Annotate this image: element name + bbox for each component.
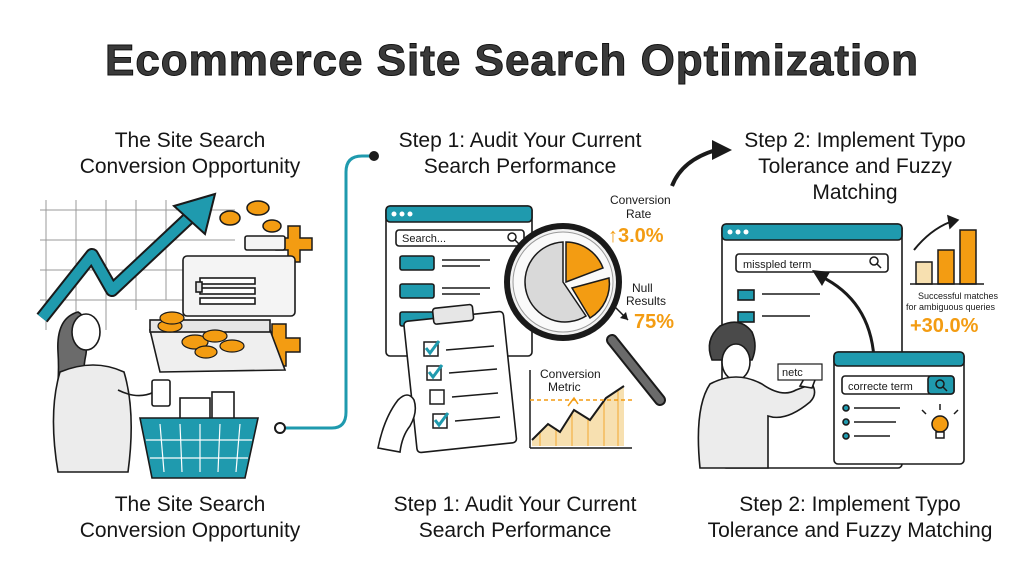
heading-line: Step 1: Audit Your Current: [398, 129, 642, 152]
cash-register-icon: [148, 235, 296, 373]
heading-line: Step 2: Implement Typo: [739, 493, 961, 516]
panel3-illustration: misspled term Successful matches for amb…: [697, 214, 999, 469]
panel3-heading-bottom: Step 2: Implement Typo Tolerance and Fuz…: [690, 492, 1010, 544]
heading-line: Search Performance: [418, 519, 612, 542]
checkbox-icon: [432, 412, 501, 429]
curved-arrow-icon: [670, 140, 732, 187]
panel2-heading-top: Step 1: Audit Your Current Search Perfor…: [365, 128, 675, 180]
misspelled-search-input[interactable]: misspled term: [743, 259, 811, 271]
heading-line: Step 2: Implement Typo: [744, 129, 966, 152]
search-icon[interactable]: [507, 232, 520, 245]
clipboard-icon: [403, 303, 518, 454]
panel3-heading-top: Step 2: Implement Typo Tolerance and Fuz…: [705, 128, 1005, 206]
coin-icon: [157, 311, 245, 359]
hand-sketch: [377, 394, 417, 453]
conversion-metric-label: Metric: [548, 380, 581, 394]
null-results-label: Null: [632, 281, 653, 295]
search-icon[interactable]: [869, 256, 882, 269]
null-results-label: Results: [626, 294, 666, 308]
search-input[interactable]: Search...: [402, 233, 446, 245]
panel1-illustration: [36, 192, 313, 479]
heading-line: Step 1: Audit Your Current: [393, 493, 637, 516]
heading-line: Conversion Opportunity: [79, 519, 301, 542]
heading-line: The Site Search: [114, 493, 266, 516]
coin-icon: [219, 200, 282, 233]
lightbulb-icon: [921, 404, 959, 439]
panel1-heading-top: The Site Search Conversion Opportunity: [40, 128, 340, 180]
panel1-heading-bottom: The Site Search Conversion Opportunity: [40, 492, 340, 544]
panel2-heading-bottom: Step 1: Audit Your Current Search Perfor…: [360, 492, 670, 544]
flow-connector: [274, 151, 379, 434]
heading-line: Search Performance: [423, 155, 617, 178]
heading-line: Tolerance and Fuzzy: [758, 155, 952, 178]
checkbox-icon: [429, 389, 499, 405]
heading-line: Conversion Opportunity: [79, 155, 301, 178]
success-label: Successful matches: [918, 291, 999, 301]
success-value: +30.0%: [910, 315, 979, 337]
heading-line: Matching: [812, 181, 898, 204]
corrected-search-input[interactable]: correcte term: [848, 381, 913, 393]
search-icon[interactable]: [935, 379, 948, 392]
conversion-rate-label: Rate: [626, 207, 652, 221]
trend-arrow-icon: [36, 192, 217, 323]
null-results-value: 75%: [634, 311, 674, 333]
panel2-illustration: Search...: [377, 193, 674, 454]
conversion-metric-chart: [529, 370, 632, 449]
pie-chart: [524, 241, 611, 323]
conversion-metric-label: Conversion: [540, 367, 601, 381]
heading-line: The Site Search: [114, 129, 266, 152]
conversion-rate-label: Conversion: [610, 193, 671, 207]
conversion-rate-value: ↑3.0%: [608, 225, 664, 247]
typing-field[interactable]: netc: [782, 367, 803, 379]
success-label: for ambiguous queries: [906, 302, 996, 312]
shopping-basket-icon: [139, 391, 259, 479]
page-title: Ecommerce Site Search Optimization: [104, 36, 920, 86]
shopper-figure: [52, 311, 171, 473]
checkbox-icon: [423, 340, 495, 357]
checkbox-icon: [426, 364, 498, 381]
success-bar-chart: [910, 214, 984, 285]
browser-window-front: [833, 351, 965, 465]
heading-line: Tolerance and Fuzzy Matching: [707, 519, 993, 542]
